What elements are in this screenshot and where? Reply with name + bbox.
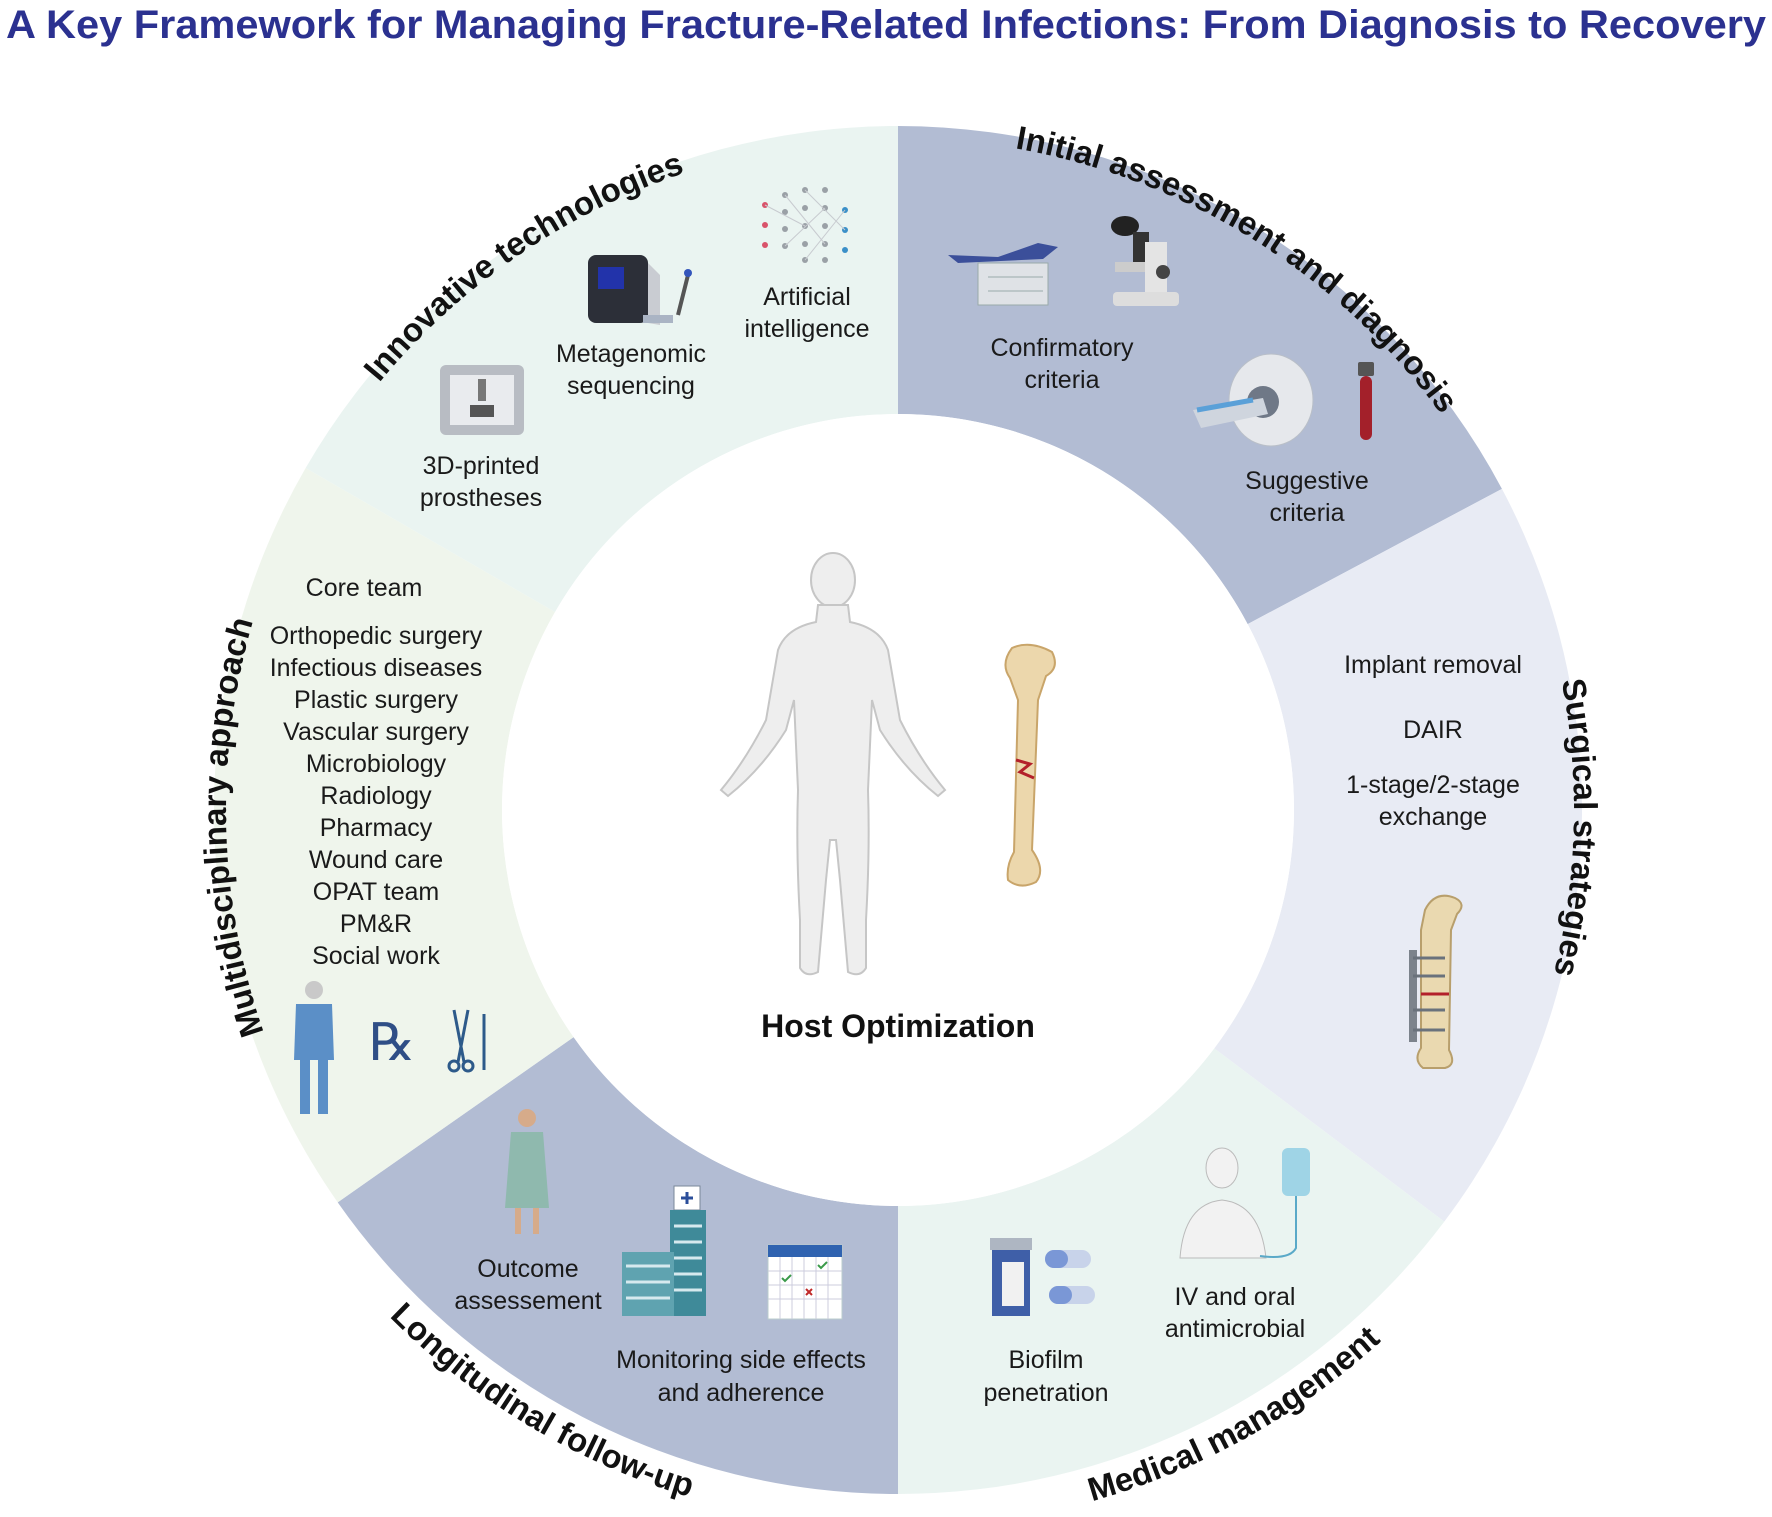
patient-gown-icon	[505, 1109, 549, 1234]
fractured-bone-icon	[1004, 643, 1056, 887]
core-team-item: OPAT team	[313, 878, 439, 906]
segment-surgical-strategies	[1214, 488, 1582, 1222]
label-dair: DAIR	[1403, 716, 1463, 744]
label-implant-removal: Implant removal	[1344, 651, 1522, 679]
blood-tube-icon	[1358, 362, 1374, 440]
core-team-item: Vascular surgery	[283, 718, 469, 746]
label-core-team: Core team	[306, 574, 423, 602]
core-team-item: Microbiology	[306, 750, 447, 778]
core-team-item: Infectious diseases	[270, 654, 483, 682]
calendar-icon	[767, 1244, 843, 1320]
core-team-item: Radiology	[320, 782, 432, 810]
segment-longitudinal-follow-up	[337, 1037, 898, 1494]
center-host-optimization: Host Optimization	[719, 552, 1056, 1044]
plated-bone-icon	[1409, 894, 1463, 1069]
center-circle	[502, 414, 1294, 1206]
center-label: Host Optimization	[761, 1008, 1035, 1044]
section-surgical-strategies: Implant removal DAIR 1-stage/2-stage exc…	[1344, 651, 1522, 1069]
core-team-item: Social work	[312, 942, 440, 970]
label-exchange: exchange	[1379, 803, 1487, 831]
surgical-instruments-icon	[447, 1009, 486, 1073]
doctor-icon	[294, 981, 334, 1114]
human-body-icon	[719, 552, 947, 976]
pill-bottle-icon	[990, 1238, 1032, 1316]
core-team-item: Wound care	[309, 846, 443, 874]
mri-scanner-icon	[1193, 353, 1314, 447]
core-team-item: Orthopedic surgery	[270, 622, 483, 650]
iv-patient-icon	[1179, 1147, 1310, 1259]
rx-icon: ℞	[369, 1015, 416, 1072]
exam-table-icon	[948, 243, 1058, 306]
segment-innovative-technologies	[305, 126, 898, 612]
core-team-item: PM&R	[340, 910, 412, 938]
neural-network-icon	[762, 187, 848, 263]
label-stage-exchange: 1-stage/2-stage	[1346, 771, 1520, 799]
3d-printer-icon	[440, 365, 524, 435]
capsules-icon	[1045, 1250, 1095, 1304]
hospital-icon	[622, 1185, 706, 1316]
sequencer-icon	[588, 255, 692, 325]
core-team-item: Pharmacy	[320, 814, 433, 842]
figure-title: A Key Framework for Managing Fracture-Re…	[6, 3, 1767, 47]
core-team-item: Plastic surgery	[294, 686, 458, 714]
microscope-icon	[1111, 216, 1179, 306]
